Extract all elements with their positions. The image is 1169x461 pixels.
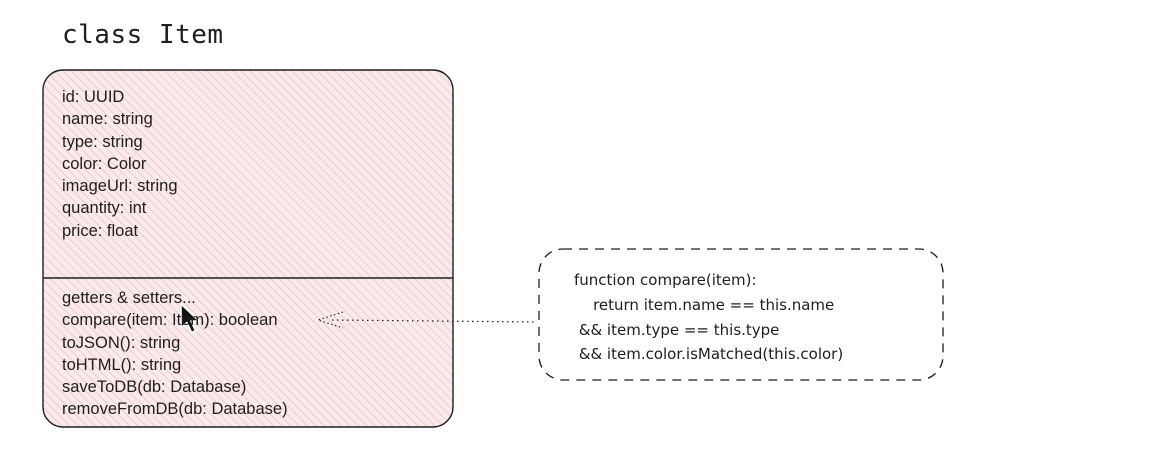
arrowhead-icon — [316, 311, 344, 329]
field-item: id: UUID — [62, 88, 125, 106]
field-item: type: string — [62, 132, 143, 151]
field-item: quantity: int — [62, 199, 147, 218]
method-item: getters & setters... — [62, 289, 196, 307]
class-title: class Item — [62, 20, 224, 50]
note-line: function compare(item): — [574, 271, 757, 289]
method-item: toJSON(): string — [62, 333, 181, 352]
class-methods: getters & setters... compare(item: Item)… — [62, 287, 288, 421]
note-text: function compare(item): return item.name… — [574, 268, 843, 367]
note-line: return item.name == this.name — [574, 295, 835, 314]
field-item: color: Color — [62, 154, 147, 173]
class-fields: id: UUID name: string type: string color… — [62, 86, 178, 242]
note-box[interactable] — [538, 248, 944, 381]
method-item: saveToDB(db: Database) — [62, 378, 247, 397]
method-item: compare(item: Item): boolean — [62, 311, 278, 330]
association-line — [331, 319, 538, 323]
method-item: removeFromDB(db: Database) — [62, 400, 288, 419]
note-line: && item.color.isMatched(this.color) — [574, 345, 844, 364]
class-box[interactable] — [42, 69, 454, 428]
method-item: toHTML(): string — [62, 355, 182, 374]
field-item: name: string — [62, 110, 153, 129]
mouse-pointer-icon — [180, 303, 200, 334]
note-line: && item.type == this.type — [574, 320, 780, 339]
field-item: price: float — [62, 221, 139, 240]
field-item: imageUrl: string — [62, 177, 178, 196]
